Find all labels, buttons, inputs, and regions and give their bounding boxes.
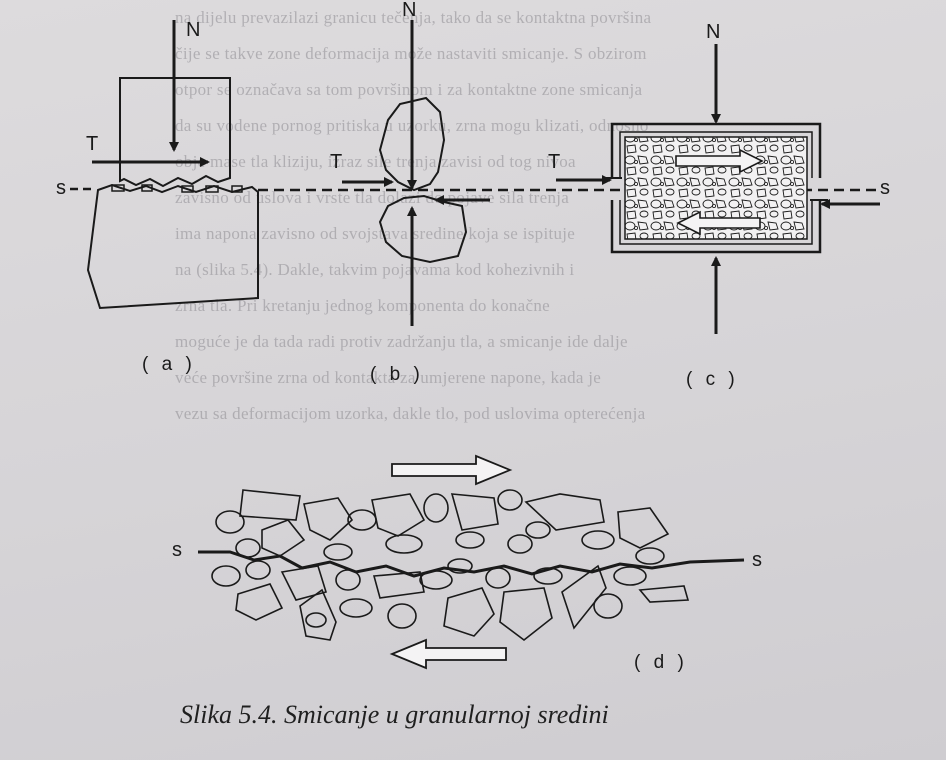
background-text-line: zavisno od uslova i vrste tla dolazi do … (175, 188, 570, 207)
panel-c-lower-hollow-arrow (676, 210, 761, 236)
panel-c-box-upper (610, 122, 822, 178)
panel-c-box-lower (610, 200, 822, 254)
figure-caption: Slika 5.4. Smicanje u granularnoj sredin… (180, 700, 609, 729)
panel-c-upper-hollow-arrow (675, 148, 764, 174)
panel-b-n-label: N (402, 0, 416, 21)
panel-d-shear-surface (198, 550, 745, 578)
panel-d: s s ( d ) (172, 454, 762, 673)
background-text-line: veće površine zrna od kontakta za umjere… (175, 368, 602, 387)
panel-d-s-label-left: s (172, 539, 182, 561)
panel-b-upper-grain (378, 96, 446, 192)
background-text-line: moguće je da tada radi protiv zadržanju … (175, 332, 628, 351)
panel-b-t-label: T (330, 151, 342, 173)
panel-c-t-label: T (548, 151, 560, 173)
panel-a-caption: ( a ) (142, 354, 196, 375)
panel-c: N T s ( c ) (548, 21, 890, 390)
panel-b-caption: ( b ) (370, 364, 424, 385)
panel-c-n-label: N (706, 21, 720, 43)
panel-d-caption: ( d ) (634, 652, 688, 673)
background-text-line: na dijelu prevazilazi granicu tečenja, t… (175, 8, 652, 27)
panel-b-lower-grain (378, 194, 468, 264)
panel-a: N T s ( a ) (56, 19, 259, 375)
panel-c-caption: ( c ) (686, 369, 739, 390)
panel-a-upper-block (119, 77, 231, 188)
panel-a-lower-block (86, 183, 259, 310)
panel-a-n-label: N (186, 19, 200, 41)
panel-d-s-label-right: s (752, 549, 762, 571)
background-text-line: otpor se označava sa tom površinom i za … (175, 80, 643, 99)
panel-a-s-label: s (56, 177, 66, 199)
panel-a-contact-asperities (111, 184, 243, 193)
background-text-line: ima napona zavisno od svojstava sredine … (175, 224, 576, 243)
panel-c-s-label: s (880, 177, 890, 199)
panel-a-t-label: T (86, 133, 98, 155)
background-text-line: vezu sa deformacijom uzorka, dakle tlo, … (175, 404, 646, 423)
panel-d-bottom-hollow-arrow (389, 638, 507, 670)
background-text-line: zrna tla. Pri kretanju jednog komponenta… (175, 296, 551, 315)
background-text-line: na (slika 5.4). Dakle, takvim pojavama k… (175, 260, 575, 279)
panel-b: N T ( b ) (330, 0, 490, 385)
panel-d-top-hollow-arrow (391, 454, 513, 486)
background-text-line: obje mase tla kliziju, izraz sile trenja… (175, 152, 576, 171)
